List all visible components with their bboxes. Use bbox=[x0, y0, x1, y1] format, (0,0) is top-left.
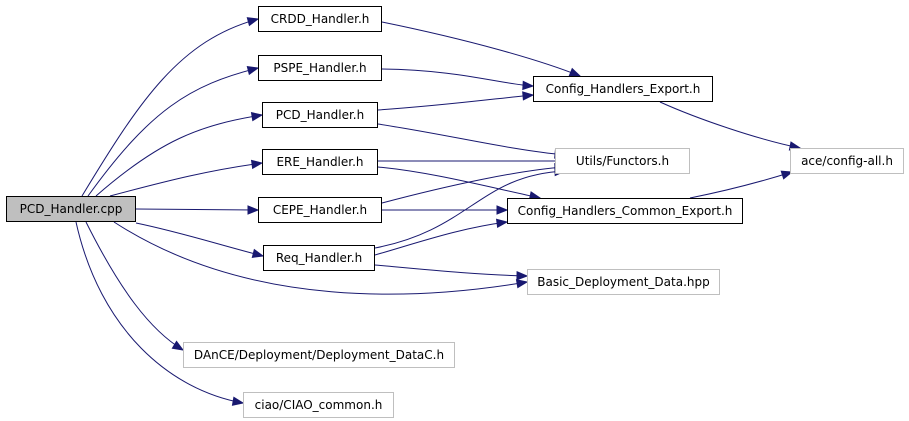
edge-crdd-to-export bbox=[381, 21, 581, 77]
node-crdd-handler-h[interactable]: CRDD_Handler.h bbox=[258, 6, 382, 32]
edge-req-to-basic bbox=[374, 264, 528, 277]
arrowhead-root-to-crdd bbox=[246, 17, 260, 27]
edge-pcdh-to-export bbox=[377, 94, 534, 111]
node-config-handlers-export-h[interactable]: Config_Handlers_Export.h bbox=[533, 76, 713, 102]
node-pspe-handler-h[interactable]: PSPE_Handler.h bbox=[258, 55, 382, 81]
edge-root-to-crdd bbox=[81, 18, 259, 197]
arrowhead-cepe-to-common bbox=[496, 205, 509, 215]
arrowhead-root-to-req bbox=[251, 248, 265, 258]
node-basic-deployment-data-hpp: Basic_Deployment_Data.hpp bbox=[527, 269, 720, 295]
arrowhead-root-to-dance bbox=[171, 340, 185, 351]
edge-root-to-ere bbox=[109, 162, 263, 197]
arrowhead-root-to-ere bbox=[250, 159, 264, 170]
arrowhead-root-to-basic bbox=[515, 279, 529, 289]
arrowhead-req-to-basic bbox=[516, 271, 529, 281]
edge-root-to-req bbox=[135, 222, 264, 257]
arrowhead-root-to-pcdh bbox=[250, 111, 264, 122]
node-ere-handler-h[interactable]: ERE_Handler.h bbox=[262, 149, 378, 175]
node-pcd-handler-cpp[interactable]: PCD_Handler.cpp bbox=[6, 196, 136, 222]
node-ciao-common-h: ciao/CIAO_common.h bbox=[243, 392, 394, 418]
arrowhead-root-to-pspe bbox=[246, 65, 260, 76]
edge-req-to-common bbox=[374, 221, 508, 256]
edge-cepe-to-utils bbox=[381, 166, 566, 204]
node-cepe-handler-h[interactable]: CEPE_Handler.h bbox=[258, 197, 382, 223]
arrowhead-pcdh-to-export bbox=[522, 91, 535, 101]
edge-req-to-utils bbox=[374, 170, 566, 249]
edge-root-to-pcdh bbox=[95, 114, 263, 197]
edge-ere-to-common bbox=[377, 166, 541, 199]
edge-root-to-basic bbox=[113, 221, 528, 295]
node-req-handler-h[interactable]: Req_Handler.h bbox=[263, 245, 375, 271]
node-pcd-handler-h[interactable]: PCD_Handler.h bbox=[262, 102, 378, 128]
node-utils-functors-h: Utils/Functors.h bbox=[555, 148, 690, 174]
edge-pspe-to-export bbox=[381, 68, 534, 87]
node-deployment-datac-h: DAnCE/Deployment/Deployment_DataC.h bbox=[183, 342, 455, 368]
arrowhead-root-to-cepe bbox=[247, 205, 260, 215]
edge-export-to-ace bbox=[659, 101, 801, 149]
arrowhead-common-to-ace bbox=[780, 170, 794, 180]
node-ace-config-all-h: ace/config-all.h bbox=[790, 148, 904, 174]
arrowhead-root-to-ciao bbox=[231, 396, 245, 406]
arrowhead-pspe-to-export bbox=[522, 80, 535, 91]
arrowhead-crdd-to-export bbox=[568, 67, 582, 77]
edge-root-to-dance bbox=[85, 221, 184, 351]
node-config-handlers-common-export-h[interactable]: Config_Handlers_Common_Export.h bbox=[507, 198, 743, 224]
arrowhead-req-to-common bbox=[495, 218, 509, 229]
edge-root-to-cepe bbox=[135, 208, 259, 211]
edge-common-to-ace bbox=[689, 171, 793, 199]
edge-root-to-pspe bbox=[87, 67, 259, 197]
edge-root-to-ciao bbox=[75, 221, 244, 404]
edge-pcdh-to-utils bbox=[377, 123, 566, 156]
